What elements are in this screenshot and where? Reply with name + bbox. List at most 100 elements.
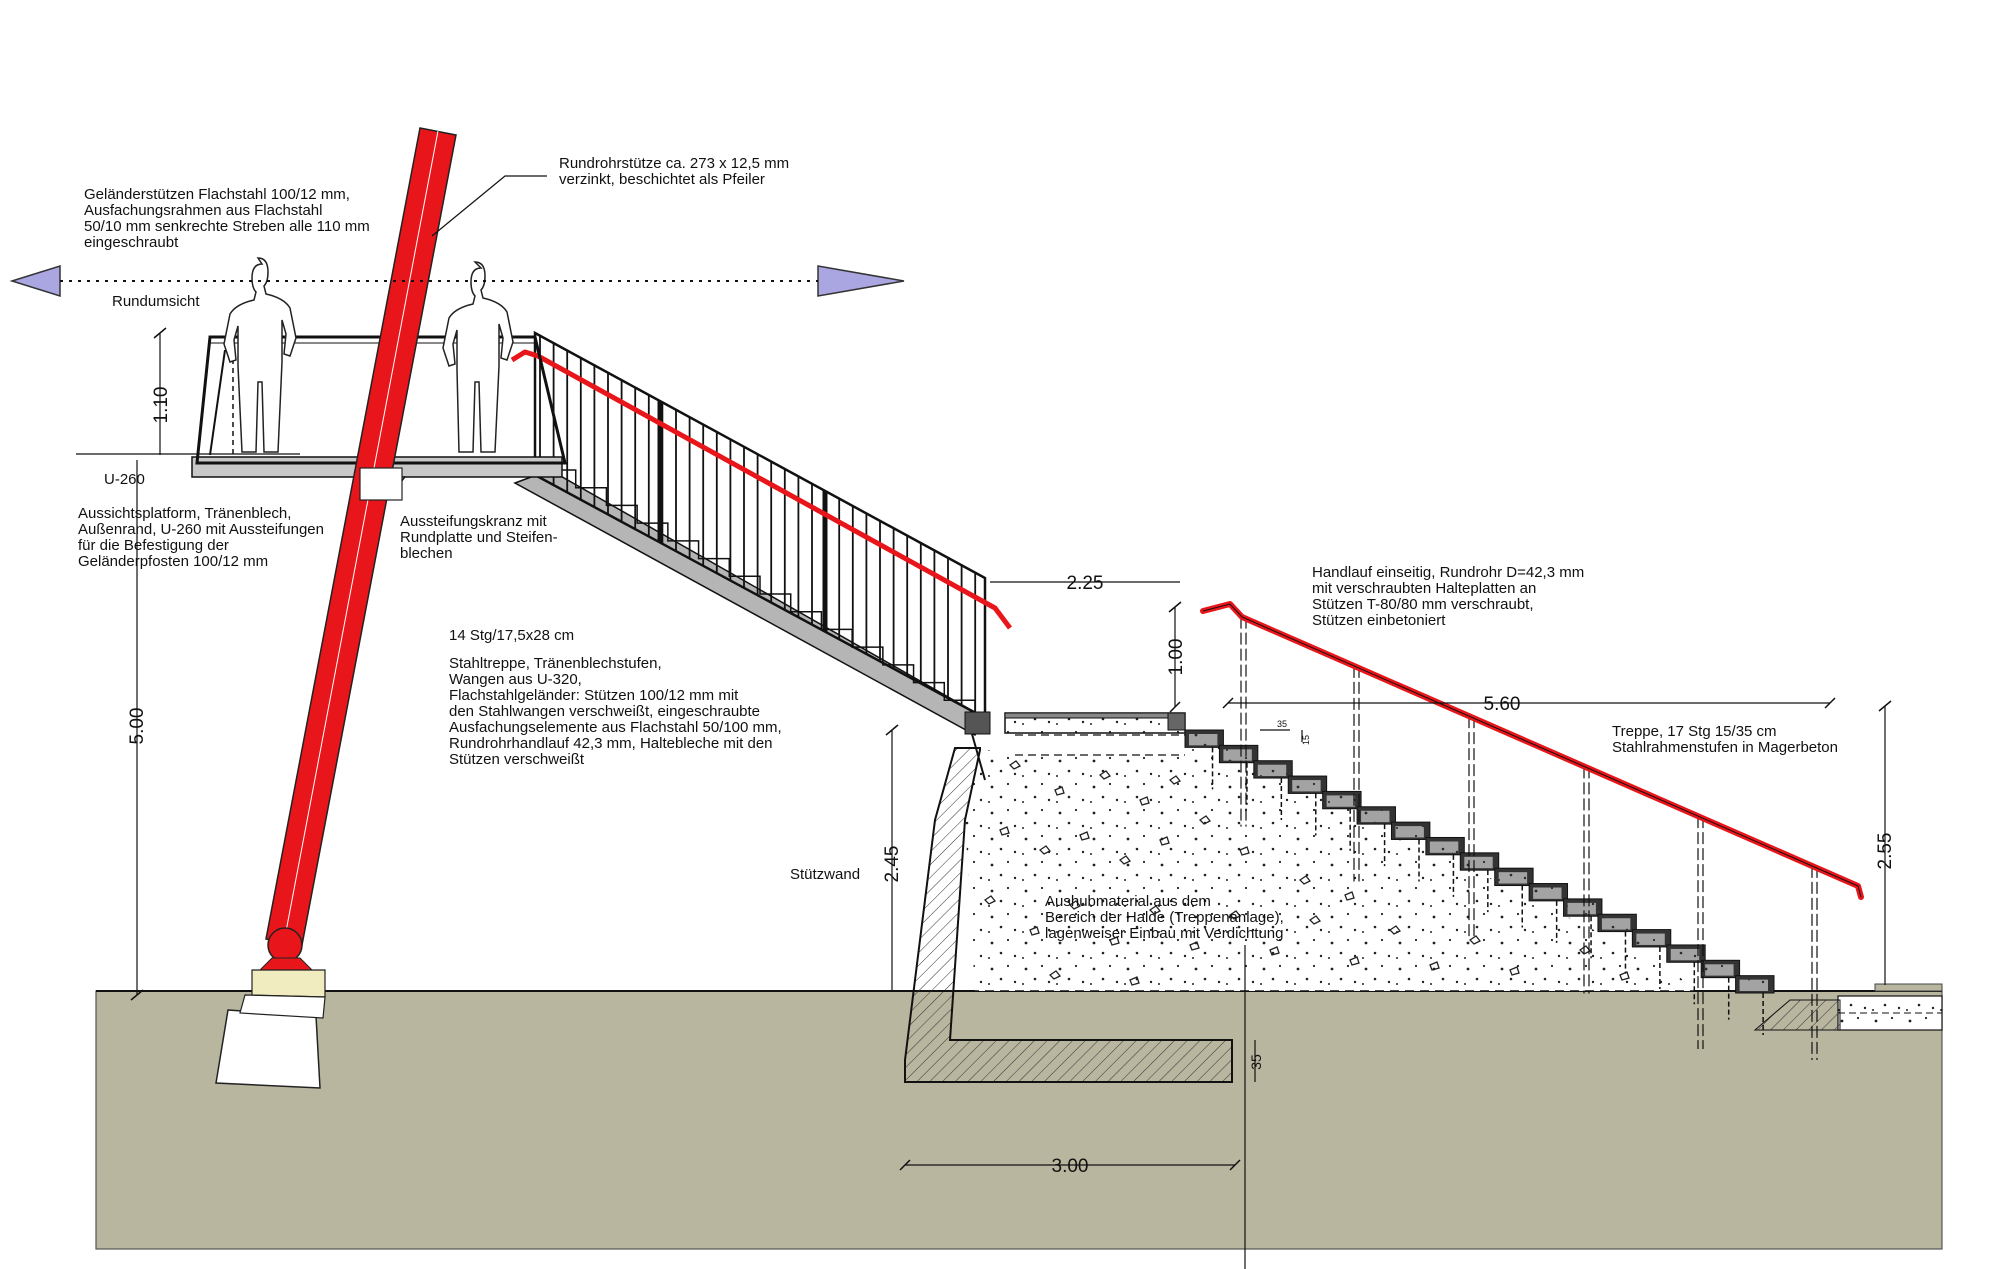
dim-label-2-55: 2.55 (1875, 833, 1896, 870)
label-round-column-line: verzinkt, beschichtet als Pfeiler (559, 171, 765, 188)
steel-stair-steps (545, 469, 976, 718)
label-fill-line: Aushubmaterial aus dem (1045, 893, 1211, 910)
label-platform-line: Aussichtsplatform, Tränenblech, (78, 505, 291, 522)
label-steel-stair-steps: 14 Stg/17,5x28 cm (449, 627, 574, 644)
concrete-step-texture (1739, 979, 1768, 991)
handrail-outline (1202, 603, 1862, 898)
label-handrail-line: Stützen einbetoniert (1312, 612, 1446, 629)
label-handrail: Handlauf einseitig, Rundrohr D=42,3 mm m… (1312, 564, 1588, 629)
label-stair-concrete-line: Stahlrahmenstufen in Magerbeton (1612, 739, 1838, 756)
tick (1168, 601, 1182, 613)
label-stiffening-ring-line: blechen (400, 545, 453, 562)
bottom-slab (1753, 995, 1943, 1031)
arrow-right-icon (817, 265, 905, 297)
steel-stair-base (964, 711, 991, 735)
concrete-step-texture (1601, 918, 1631, 930)
tick (1824, 697, 1836, 709)
label-fill: Aushubmaterial aus dem Bereich der Halde… (1045, 893, 1288, 942)
concrete-step-texture (1567, 902, 1596, 915)
label-handrail-line: Handlauf einseitig, Rundrohr D=42,3 mm (1312, 564, 1584, 581)
round-column-centerline (283, 130, 439, 943)
arrow-left-icon (9, 264, 61, 298)
retaining-wall-section (904, 747, 1233, 1083)
stiffening-ring (359, 467, 403, 501)
tick (1169, 701, 1181, 713)
dim-label-1-00: 1.00 (1166, 639, 1187, 676)
handrail-posts (1240, 616, 1818, 1060)
tick (1878, 700, 1892, 712)
foundation-block (215, 1009, 321, 1089)
platform-railing-front (209, 349, 226, 456)
label-u260: U-260 (104, 471, 145, 488)
top-landing (1004, 712, 1186, 756)
concrete-step-texture (1257, 764, 1287, 777)
tick (153, 327, 167, 339)
label-platform-line: Geländerpfosten 100/12 mm (78, 553, 268, 570)
label-stiffening-ring-line: Aussteifungskranz mit (400, 513, 548, 530)
ground (95, 983, 1943, 1250)
label-railing-posts-line: Geländerstützen Flachstahl 100/12 mm, (84, 186, 350, 203)
label-handrail-line: Stützen T-80/80 mm verschraubt, (1312, 596, 1534, 613)
label-railing-posts-line: eingeschraubt (84, 234, 179, 251)
label-retaining-wall: Stützwand (790, 866, 860, 883)
dim-label-5-60: 5.60 (1484, 694, 1521, 715)
label-railing-posts-line: Ausfachungsrahmen aus Flachstahl (84, 202, 322, 219)
label-steel-stair-line: Rundrohrhandlauf 42,3 mm, Haltebleche mi… (449, 735, 773, 752)
concrete-step-texture (1464, 856, 1493, 869)
label-round-column-line: Rundrohrstütze ca. 273 x 12,5 mm (559, 155, 789, 172)
person-right-icon (442, 261, 514, 453)
retaining-wall (904, 747, 1695, 1083)
label-stiffening-ring-line: Rundplatte und Steifen- (400, 529, 558, 546)
dim-label-5-00: 5.00 (127, 708, 148, 745)
steel-step-line (545, 469, 976, 718)
dimension-lines (76, 333, 1886, 1269)
concrete-step-texture (1533, 887, 1562, 899)
dim-label-2-25: 2.25 (1067, 573, 1104, 594)
label-fill-line: Bereich der Halde (Treppenanlage), (1045, 909, 1284, 926)
dim-label-3-00: 3.00 (1052, 1156, 1089, 1177)
column-base-joint (267, 927, 303, 963)
concrete-step-texture (1429, 841, 1459, 853)
label-steel-stair-line: Wangen aus U-320, (449, 671, 582, 688)
landing-edge (1004, 712, 1186, 719)
label-railing-posts: Geländerstützen Flachstahl 100/12 mm, Au… (84, 186, 374, 251)
label-platform-line: Außenrand, U-260 mit Aussteifungen (78, 521, 324, 538)
column-base-plate (258, 957, 314, 971)
concrete-step-texture (1223, 749, 1252, 761)
tick (130, 989, 144, 1001)
concrete-step-texture (1189, 734, 1218, 746)
label-steel-stair: Stahltreppe, Tränenblechstufen, Wangen a… (449, 655, 786, 768)
tick (1222, 697, 1234, 709)
label-steel-stair-line: Stahltreppe, Tränenblechstufen, (449, 655, 662, 672)
panorama-arrow (9, 264, 905, 298)
person-left-icon (223, 257, 297, 453)
concrete-step-texture (1670, 948, 1700, 961)
label-railing-posts-line: 50/10 mm senkrechte Streben alle 110 mm (84, 218, 370, 235)
label-platform-line: für die Befestigung der (78, 537, 229, 554)
gravel-stones (983, 760, 1630, 986)
label-handrail-line: mit verschraubten Halteplatten an (1312, 580, 1536, 597)
concrete-step-texture (1705, 964, 1734, 976)
dim-label-2-45: 2.45 (882, 846, 903, 883)
concrete-step-texture (1498, 872, 1528, 884)
leader-column-label (431, 175, 547, 237)
label-stiffening-ring: Aussteifungskranz mit Rundplatte und Ste… (400, 513, 562, 562)
concrete-step-texture (1326, 795, 1356, 807)
label-stair-concrete: Treppe, 17 Stg 15/35 cm Stahlrahmenstufe… (1612, 723, 1838, 756)
landing-block (1167, 712, 1186, 731)
label-panorama: Rundumsicht (112, 293, 200, 310)
label-steel-stair-line: Flachstahlgeländer: Stützen 100/12 mm mi… (449, 687, 739, 704)
concrete-step-texture (1636, 933, 1665, 945)
tick (1229, 1159, 1241, 1171)
concrete-step-texture (1395, 826, 1424, 838)
concrete-stair (1184, 729, 1775, 1035)
tick (899, 1159, 911, 1171)
surface-strip (1874, 983, 1943, 992)
dim-label-step-height: 15 (1301, 735, 1311, 745)
dim-label-1-10: 1.10 (151, 387, 172, 424)
foundation-pad (251, 969, 326, 998)
platform-railing (195, 335, 567, 465)
label-round-column: Rundrohrstütze ca. 273 x 12,5 mm verzink… (559, 155, 793, 188)
round-column (215, 127, 457, 1089)
